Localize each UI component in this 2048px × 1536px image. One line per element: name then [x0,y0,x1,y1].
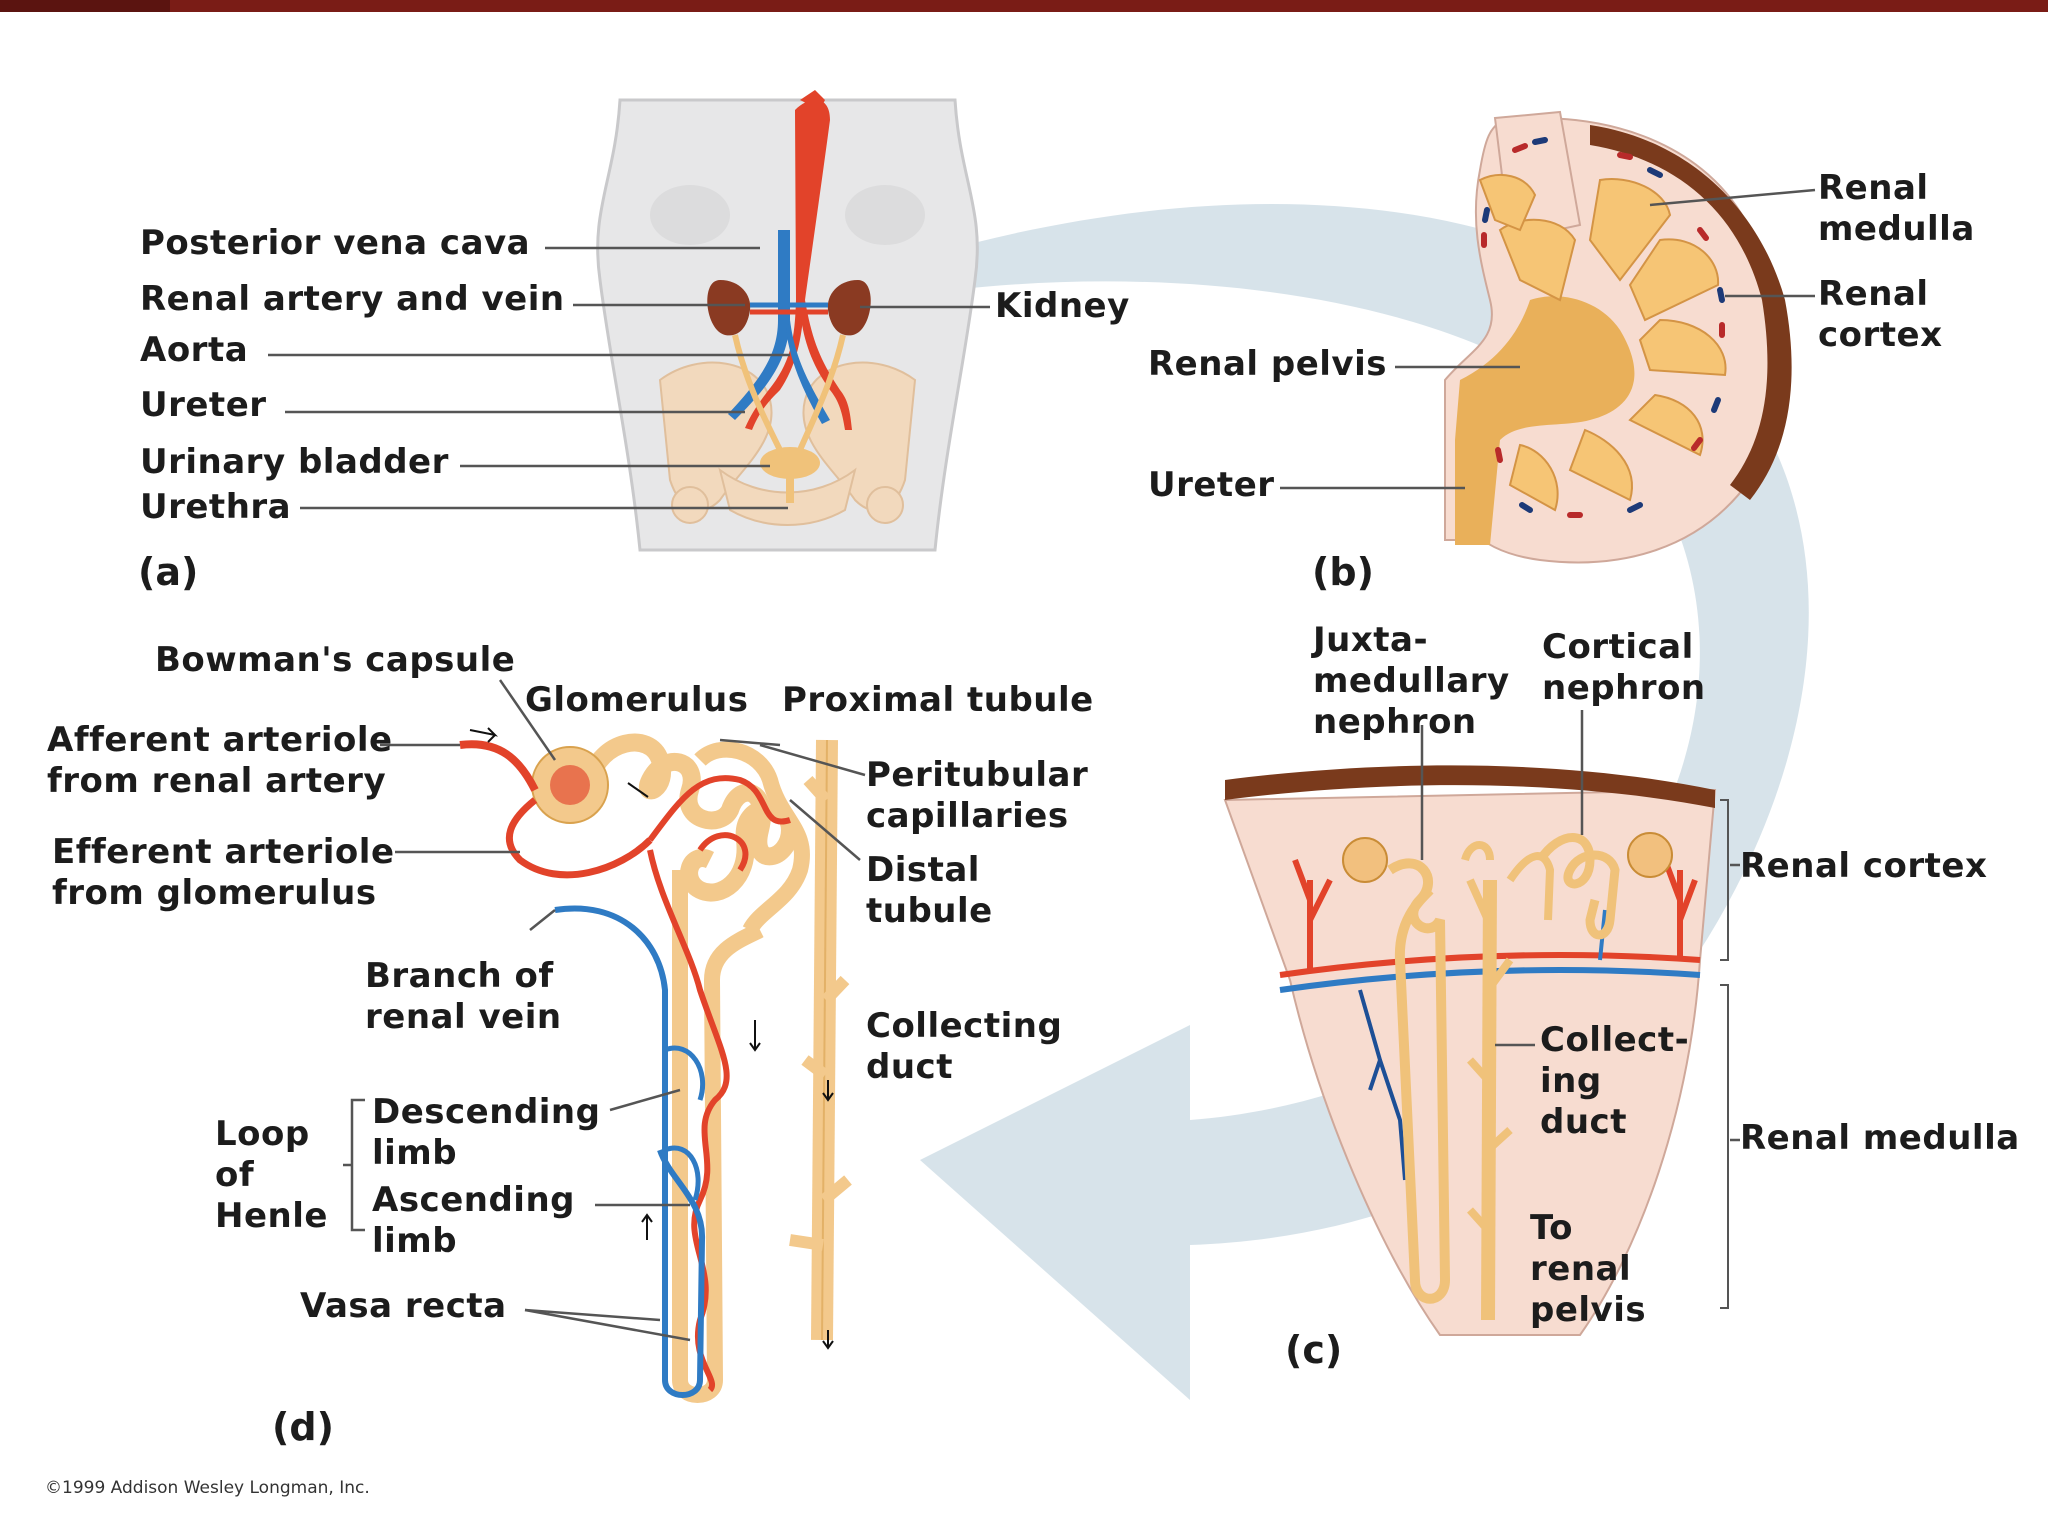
panel-d-leaders [343,679,866,1342]
label-kidney: Kidney [995,286,1130,326]
label-cortical-1: Cortical [1542,627,1694,667]
label-urinary-bladder: Urinary bladder [140,442,449,482]
label-renal-cortex-c: Renal cortex [1740,846,1988,886]
label-proximal-tubule: Proximal tubule [782,680,1094,720]
label-branch-2: renal vein [365,997,562,1037]
label-posterior-vena-cava: Posterior vena cava [140,223,531,263]
label-afferent-2: from renal artery [47,761,387,801]
label-aorta: Aorta [140,330,249,370]
label-renal-pelvis: Renal pelvis [1148,344,1387,384]
label-juxta-1: Juxta- [1313,620,1429,660]
label-juxta-2: medullary [1313,661,1510,701]
copyright-notice: ©1999 Addison Wesley Longman, Inc. [45,1478,370,1498]
top-banner-accent [0,0,170,12]
label-collecting-c-2: ing [1540,1061,1602,1101]
label-collecting-c-1: Collect- [1540,1020,1690,1060]
label-collecting-d-1: Collecting [866,1006,1063,1046]
panel-d-nephron [459,727,852,1403]
label-distal-1: Distal [866,850,980,890]
label-to-pelvis-3: pelvis [1530,1290,1647,1330]
panel-a-torso [596,90,979,552]
label-renal-medulla-b-1: Renal [1818,168,1929,208]
panel-d-tag: (d) [272,1405,334,1449]
panel-c-leaders [1420,710,1740,1142]
panel-c-tag: (c) [1285,1328,1343,1372]
panel-a-leaders [268,246,990,510]
label-descending-1: Descending [372,1092,601,1132]
panel-a-tag: (a) [138,550,199,594]
label-ureter-b: Ureter [1148,465,1275,505]
label-juxta-3: nephron [1313,702,1477,742]
label-cortical-2: nephron [1542,668,1706,708]
panel-b-tag: (b) [1312,550,1374,594]
panel-b-leaders [1280,188,1816,490]
label-efferent-2: from glomerulus [52,873,377,913]
label-renal-artery-vein: Renal artery and vein [140,279,565,319]
top-banner [0,0,2048,12]
label-efferent-1: Efferent arteriole [52,832,395,872]
label-afferent-1: Afferent arteriole [47,720,393,760]
label-peritubular-2: capillaries [866,796,1069,836]
label-renal-medulla-c: Renal medulla [1740,1118,2020,1158]
label-urethra: Urethra [140,487,292,527]
label-renal-cortex-b-1: Renal [1818,274,1929,314]
label-descending-2: limb [372,1133,458,1173]
label-loop-1: Loop [215,1114,310,1154]
label-to-pelvis-1: To [1530,1208,1574,1248]
label-vasa-recta: Vasa recta [300,1286,507,1326]
label-loop-2: of [215,1155,255,1195]
label-glomerulus: Glomerulus [525,680,749,720]
label-to-pelvis-2: renal [1530,1249,1632,1289]
label-collecting-c-3: duct [1540,1102,1627,1142]
label-loop-3: Henle [215,1196,328,1236]
label-distal-2: tubule [866,891,993,931]
panel-c-wedge [1223,765,1729,1336]
label-ureter-a: Ureter [140,385,267,425]
label-collecting-d-2: duct [866,1047,953,1087]
label-bowmans-capsule: Bowman's capsule [155,640,516,680]
label-peritubular-1: Peritubular [866,755,1089,795]
label-renal-cortex-b-2: cortex [1818,315,1943,355]
label-branch-1: Branch of [365,956,554,996]
panel-b-kidney [1444,110,1792,564]
label-ascending-2: limb [372,1221,458,1261]
label-ascending-1: Ascending [372,1180,576,1220]
label-renal-medulla-b-2: medulla [1818,209,1975,249]
